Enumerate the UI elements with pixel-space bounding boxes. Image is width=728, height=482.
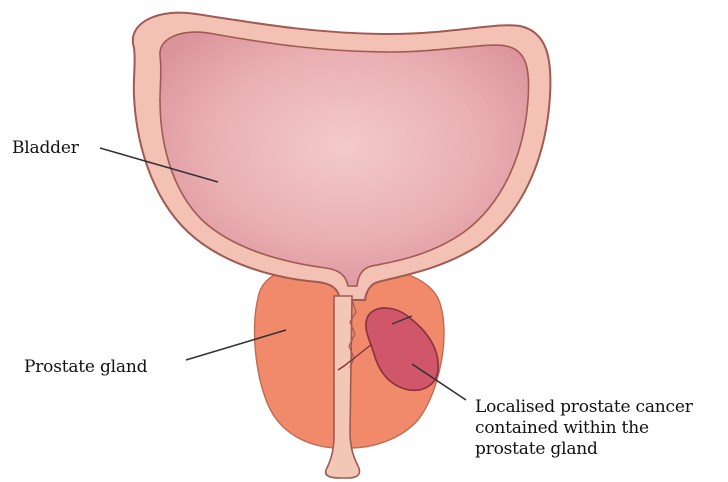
label-localised-cancer: Localised prostate cancer contained with… xyxy=(475,397,693,460)
label-cancer-line-1: Localised prostate cancer xyxy=(475,397,693,418)
label-prostate-gland: Prostate gland xyxy=(24,357,147,378)
label-bladder: Bladder xyxy=(12,138,79,159)
label-cancer-line-2: contained within the xyxy=(475,418,693,439)
label-cancer-line-3: prostate gland xyxy=(475,439,693,460)
